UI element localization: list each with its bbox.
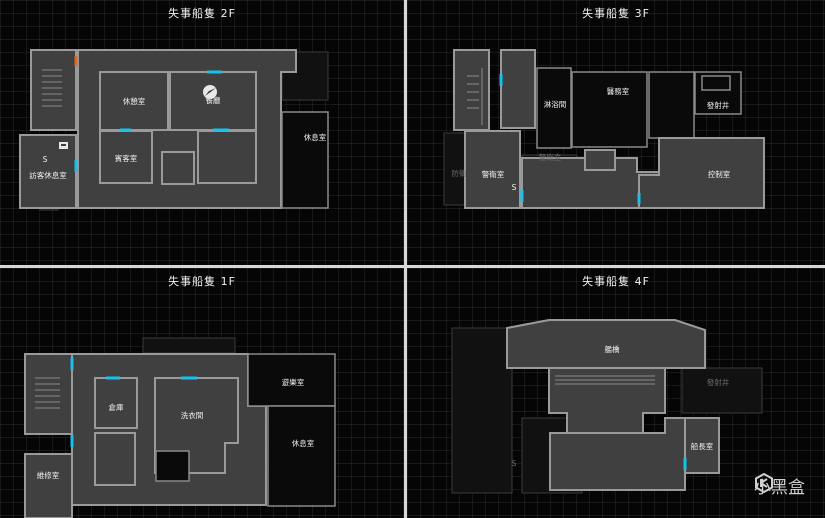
watermark: 小黑盒	[754, 473, 805, 498]
floor-plan-1f: 倉庫 洗衣間 遊樂室 休息室 維修室	[24, 337, 336, 518]
faint-block	[142, 337, 236, 354]
room-lounge-a	[99, 71, 169, 131]
staircase	[467, 68, 483, 125]
room-label: 休憩室	[123, 96, 146, 106]
staircase	[555, 375, 655, 385]
room-label: 控制室	[708, 169, 731, 179]
room-shower	[536, 67, 572, 149]
room-label: 發射井	[707, 100, 730, 110]
save-point-icon: S	[512, 183, 517, 192]
room-guest	[99, 130, 153, 184]
room-restaurant	[169, 71, 257, 131]
panel-title: 失事船隻 1F	[168, 275, 236, 288]
room-label: 警衛室	[482, 169, 505, 179]
map-panel-4f: 失事船隻 4F 艦橋 發射井 船長室 S	[407, 268, 825, 518]
save-point-icon: S	[43, 155, 48, 164]
panel-divider-horizontal	[0, 265, 825, 268]
room-label: 淋浴間	[544, 99, 567, 109]
faint-label: 防衛	[452, 168, 467, 178]
room-captain	[684, 417, 720, 474]
panel-title: 失事船隻 3F	[582, 7, 650, 20]
panel-divider-vertical	[404, 0, 407, 518]
save-point-icon: S	[512, 459, 517, 468]
room-label: 餐廳	[206, 95, 221, 105]
faint-floor-below	[681, 367, 763, 414]
room-label: 醫務室	[607, 86, 630, 96]
room-label: 遊樂室	[282, 377, 305, 387]
xiaoheihe-logo-icon	[755, 473, 773, 493]
watermark-text: 小黑盒	[754, 478, 805, 498]
room-label: 休息室	[292, 438, 315, 448]
room-label: 訪客休息室	[29, 170, 67, 180]
treasure-chest-icon	[59, 142, 68, 149]
dark-corridor	[648, 71, 695, 139]
dark-closet	[155, 450, 190, 482]
room-repair	[24, 453, 73, 518]
panel-title: 失事船隻 4F	[582, 275, 650, 288]
staircase	[42, 69, 62, 107]
room-medical	[571, 71, 648, 148]
room-label: 倉庫	[109, 402, 124, 412]
bridge-lower	[548, 367, 666, 434]
faint-label: 警衛室	[539, 152, 562, 162]
panel-title: 失事船隻 2F	[168, 7, 236, 20]
corridor-west	[500, 49, 536, 129]
stair-landing	[584, 149, 616, 171]
corridor-block	[161, 151, 195, 185]
room-bridge	[506, 319, 706, 369]
corridor-west	[94, 432, 136, 486]
map-panel-3f: 失事船隻 3F 淋浴間 醫務室 發射井 警衛室 控制室 防衛 警衛室 S	[407, 0, 825, 265]
room-label: 賓客室	[115, 153, 138, 163]
map-panel-2f: 失事船隻 2F 休憩室 餐廳 賓客室 訪客休息室 休息室 S	[0, 0, 404, 265]
room-lounge-b	[281, 111, 329, 209]
floor-plan-4f: 艦橋 發射井 船長室 S	[451, 319, 763, 494]
room-label: 維修室	[37, 470, 60, 480]
stair-block	[453, 49, 490, 131]
room-control	[638, 137, 765, 209]
floor-plan-2f: 休憩室 餐廳 賓客室 訪客休息室 休息室 S	[19, 49, 329, 211]
stair-block	[24, 353, 73, 435]
room-label: 洗衣間	[181, 410, 204, 420]
room-label: 船長室	[691, 441, 714, 451]
room-laundry	[154, 377, 239, 474]
faint-floor-below	[451, 327, 513, 494]
staircase	[35, 377, 60, 409]
compass-icon	[203, 85, 217, 99]
room-guard	[464, 130, 521, 209]
room-rest	[267, 405, 336, 507]
map-panel-1f: 失事船隻 1F 倉庫 洗衣間 遊樂室 休息室 維修室	[0, 268, 404, 518]
room-east	[197, 130, 257, 184]
room-label: 艦橋	[605, 344, 620, 354]
room-label: 休息室	[304, 132, 327, 142]
stair-block	[30, 49, 77, 131]
launch-pad	[701, 75, 731, 91]
faint-label: 發射井	[707, 377, 730, 387]
floor-plan-3f: 淋浴間 醫務室 發射井 警衛室 控制室 防衛 警衛室 S	[443, 49, 765, 209]
